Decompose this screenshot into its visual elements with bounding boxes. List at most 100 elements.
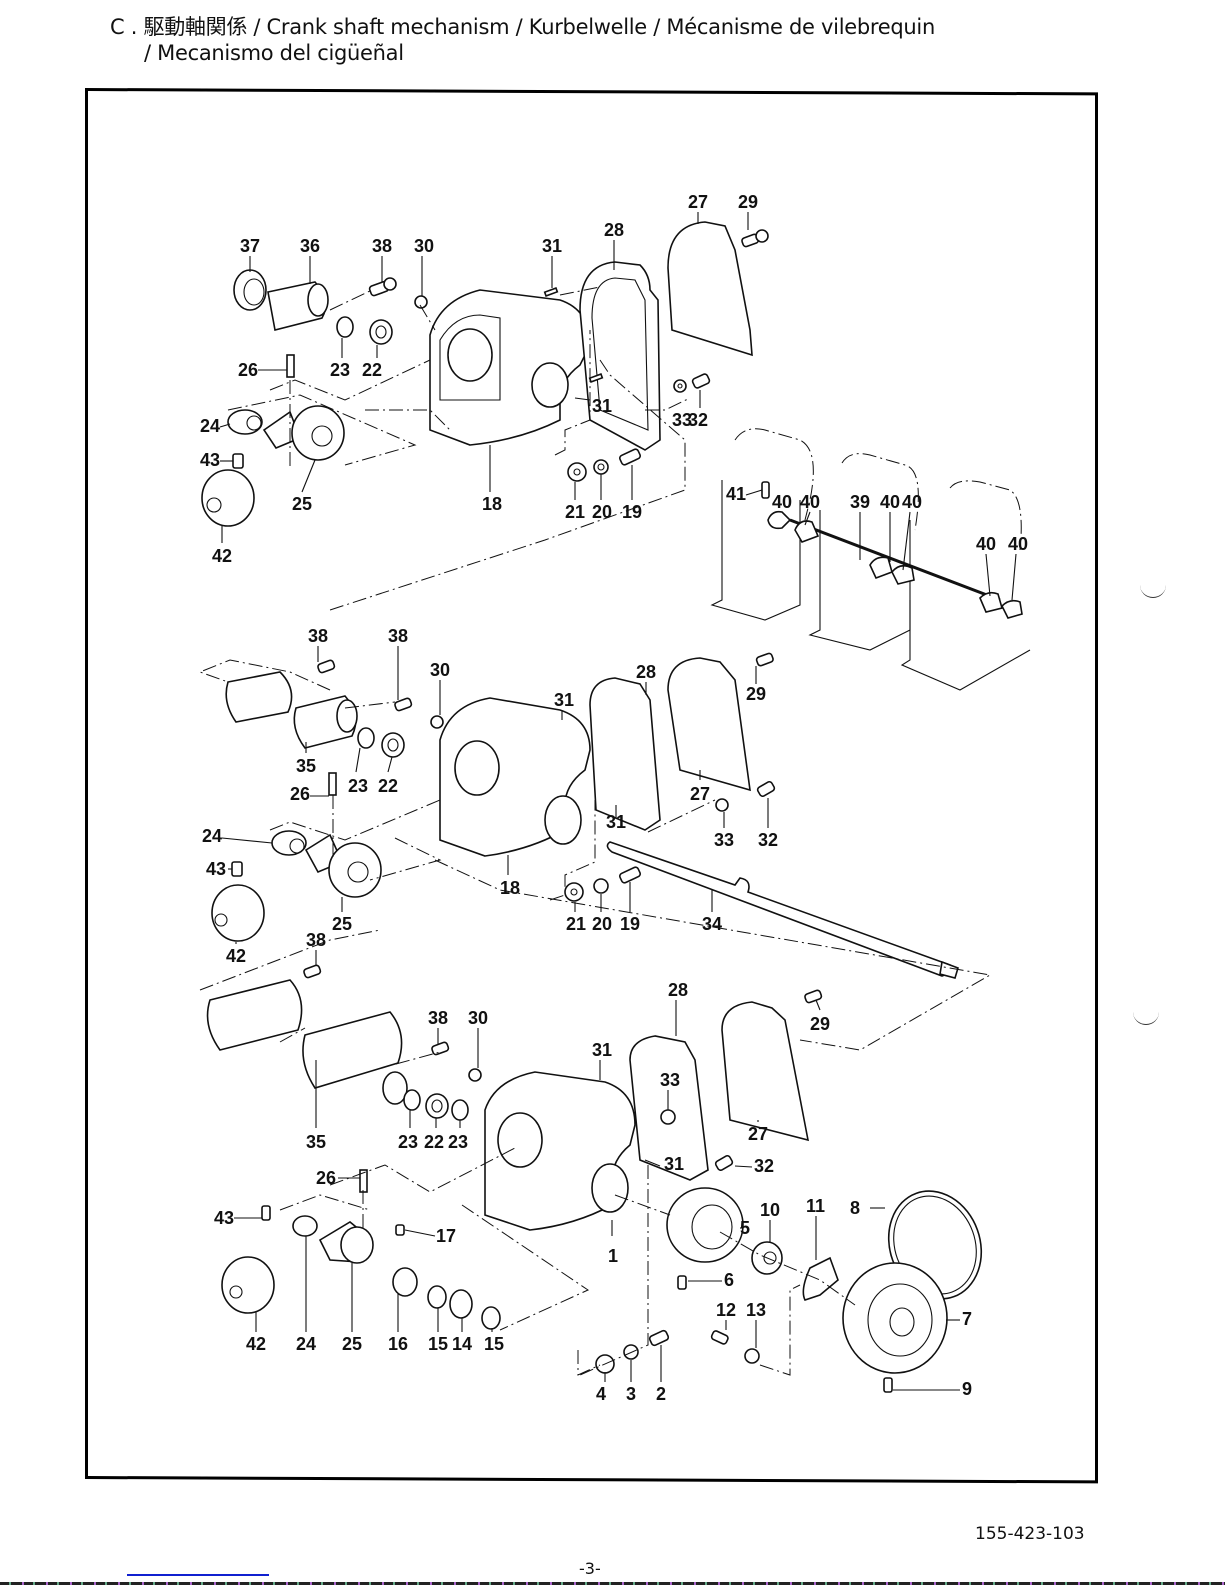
callout-leader-line: [404, 1229, 436, 1237]
part-callout-31: 31: [542, 236, 562, 256]
part-callout-31: 31: [606, 812, 626, 832]
part-callout-38: 38: [308, 626, 328, 646]
scan-edge: [0, 1582, 1225, 1585]
part-callout-18: 18: [482, 494, 502, 514]
part-callout-29: 29: [810, 1014, 830, 1034]
part-callout-10: 10: [760, 1200, 780, 1220]
cover-part: [667, 221, 753, 357]
part-callout-3: 3: [626, 1384, 636, 1404]
part-callout-35: 35: [306, 1132, 326, 1152]
title-line-1: 駆動軸関係 / Crank shaft mechanism / Kurbelwe…: [143, 15, 936, 39]
part-callout-15: 15: [428, 1334, 448, 1354]
part-callout-36: 36: [300, 236, 320, 256]
part-callout-42: 42: [246, 1334, 266, 1354]
part-callout-21: 21: [566, 914, 586, 934]
middle-assembly: [198, 652, 992, 1051]
part-callout-23: 23: [398, 1132, 418, 1152]
part-callout-5: 5: [740, 1218, 750, 1238]
part-callout-43: 43: [214, 1208, 234, 1228]
part-callout-22: 22: [362, 360, 382, 380]
part-callout-32: 32: [758, 830, 778, 850]
part-callout-40: 40: [880, 492, 900, 512]
part-callout-42: 42: [226, 946, 246, 966]
part-callout-25: 25: [332, 914, 352, 934]
part-callout-31: 31: [664, 1154, 684, 1174]
part-callout-38: 38: [306, 930, 326, 950]
part-callout-2: 2: [656, 1384, 666, 1404]
part-callout-18: 18: [500, 878, 520, 898]
part-callout-37: 37: [240, 236, 260, 256]
part-callout-24: 24: [296, 1334, 316, 1354]
scan-artifact-line: [127, 1574, 269, 1576]
part-callout-21: 21: [565, 502, 585, 522]
callout-leader-line: [734, 1165, 753, 1168]
part-callout-16: 16: [388, 1334, 408, 1354]
part-callout-27: 27: [690, 784, 710, 804]
part-callout-26: 26: [238, 360, 258, 380]
part-callout-40: 40: [800, 492, 820, 512]
part-callout-23: 23: [330, 360, 350, 380]
gasket-part: [579, 261, 661, 451]
part-callout-41: 41: [726, 484, 746, 504]
part-callout-32: 32: [688, 410, 708, 430]
part-callout-22: 22: [378, 776, 398, 796]
callout-leader-line: [985, 553, 991, 597]
part-callout-8: 8: [850, 1198, 860, 1218]
title-line-2: / Mecanismo del cigüeñal: [144, 41, 404, 65]
callout-leader-line: [644, 1159, 661, 1167]
part-callout-31: 31: [592, 396, 612, 416]
shaft-part: [606, 841, 953, 977]
callout-leader-line: [301, 459, 316, 493]
part-callout-32: 32: [754, 1156, 774, 1176]
part-callout-31: 31: [554, 690, 574, 710]
part-callout-40: 40: [772, 492, 792, 512]
page-title: C . 駆動軸関係 / Crank shaft mechanism / Kurb…: [110, 14, 935, 66]
part-callout-19: 19: [622, 502, 642, 522]
page-number: -3-: [579, 1559, 601, 1578]
part-callout-25: 25: [292, 494, 312, 514]
part-callout-19: 19: [620, 914, 640, 934]
part-callout-31: 31: [592, 1040, 612, 1060]
part-callout-15: 15: [484, 1334, 504, 1354]
part-callout-33: 33: [660, 1070, 680, 1090]
part-callout-40: 40: [1008, 534, 1028, 554]
part-callout-26: 26: [316, 1168, 336, 1188]
part-callout-29: 29: [738, 192, 758, 212]
part-callout-34: 34: [702, 914, 722, 934]
part-callout-28: 28: [668, 980, 688, 1000]
part-callout-40: 40: [902, 492, 922, 512]
housing-part: [429, 289, 591, 446]
part-callout-33: 33: [672, 410, 692, 430]
binder-hole-mark: [1140, 585, 1166, 598]
part-callout-23: 23: [448, 1132, 468, 1152]
rail-assembly: [710, 428, 1031, 691]
part-callout-13: 13: [746, 1300, 766, 1320]
part-callout-20: 20: [592, 914, 612, 934]
part-callout-26: 26: [290, 784, 310, 804]
part-callout-9: 9: [962, 1379, 972, 1399]
part-callout-24: 24: [200, 416, 220, 436]
part-callout-4: 4: [596, 1384, 606, 1404]
part-callout-33: 33: [714, 830, 734, 850]
part-callout-30: 30: [414, 236, 434, 256]
part-callout-11: 11: [806, 1196, 825, 1216]
part-callout-24: 24: [202, 826, 222, 846]
callout-leader-line: [387, 756, 393, 773]
callout-leader-line: [1011, 553, 1017, 601]
part-callout-14: 14: [452, 1334, 472, 1354]
part-callout-28: 28: [636, 662, 656, 682]
section-letter: C .: [110, 15, 138, 39]
part-callout-27: 27: [688, 192, 708, 212]
document-number: 155-423-103: [975, 1524, 1085, 1544]
part-callout-38: 38: [372, 236, 392, 256]
part-callout-17: 17: [436, 1226, 456, 1246]
callout-leader-line: [355, 747, 361, 773]
part-callout-22: 22: [424, 1132, 444, 1152]
callout-leader-line: [221, 837, 273, 844]
part-callout-29: 29: [746, 684, 766, 704]
part-callout-23: 23: [348, 776, 368, 796]
part-callout-30: 30: [430, 660, 450, 680]
callout-leader-line: [902, 511, 911, 571]
